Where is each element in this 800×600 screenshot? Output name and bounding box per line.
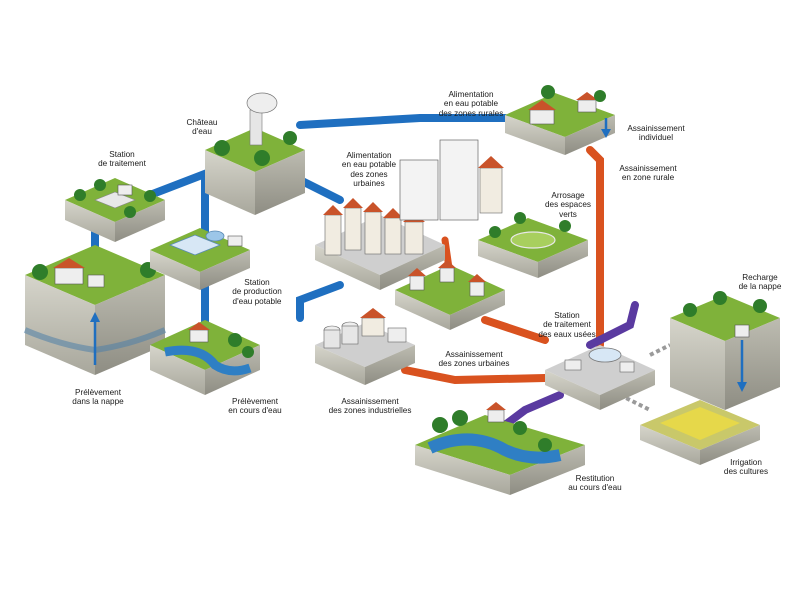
label-assainissement-individuel: Assainissement individuel [627, 124, 685, 143]
pipe-rural-to-station [586, 146, 604, 349]
block-zones-urbaines [315, 139, 504, 290]
pipe-traitement-to-chateau [146, 166, 219, 199]
clarifier-tank [588, 347, 622, 363]
link-station-recharge [649, 343, 671, 357]
label-prelevement-cours: Prélèvement en cours d'eau [228, 397, 282, 416]
pipe-station-to-arrosage [586, 301, 639, 349]
label-prelevement-nappe: Prélèvement dans la nappe [72, 388, 124, 407]
link-station-irrigation [619, 393, 651, 412]
label-alim-rurale: Alimentation en eau potable des zones ru… [438, 90, 504, 118]
block-prelevement-cours-eau [150, 320, 260, 395]
block-zones-urbaines-lower [395, 260, 505, 330]
label-station-traitement: Station de traitement [98, 150, 146, 169]
tall-building-2 [439, 139, 479, 221]
pipe-industrie-to-station [401, 366, 549, 385]
label-assainissement-urbain: Assainissement des zones urbaines [438, 350, 510, 369]
block-zones-industrielles [315, 308, 415, 385]
pipe-industrie [296, 281, 344, 322]
label-irrigation: Irrigation des cultures [723, 458, 769, 477]
block-arrosage [478, 212, 588, 278]
block-station-production [150, 228, 250, 290]
block-prelevement-nappe [23, 245, 167, 375]
label-assainissement-industriel: Assainissement des zones industrielles [328, 397, 412, 416]
block-station-traitement [65, 178, 165, 242]
label-arrosage: Arrosage des espaces verts [545, 191, 591, 219]
block-restitution [415, 402, 585, 495]
label-assainissement-rurale: Assainissement en zone rurale [619, 164, 677, 183]
label-restitution: Restitution au cours d'eau [568, 474, 622, 493]
water-tower [249, 109, 263, 146]
block-assainissement-rural [505, 85, 615, 155]
tall-building-1 [399, 159, 439, 221]
block-station-eaux-usees [545, 345, 655, 410]
block-recharge-nappe [670, 291, 780, 410]
pipe-chateau-to-rural [296, 114, 509, 129]
label-station-production: Station de production d'eau potable [232, 278, 282, 306]
label-station-eaux-usees: Station de traitement des eaux usées [538, 311, 596, 339]
label-recharge-nappe: Recharge de la nappe [738, 273, 782, 292]
pipe-station-to-restitution [501, 391, 564, 429]
block-irrigation [640, 400, 760, 465]
label-alim-urbaine: Alimentation en eau potable des zones ur… [341, 151, 397, 189]
river-restitution [427, 433, 562, 464]
treated-water-pipes [501, 301, 639, 429]
pipe-urbain-to-station [481, 316, 549, 344]
wastewater-pipes [401, 146, 604, 385]
river [164, 345, 252, 376]
label-chateau-eau: Château d'eau [186, 118, 218, 137]
block-chateau-eau [205, 92, 305, 215]
